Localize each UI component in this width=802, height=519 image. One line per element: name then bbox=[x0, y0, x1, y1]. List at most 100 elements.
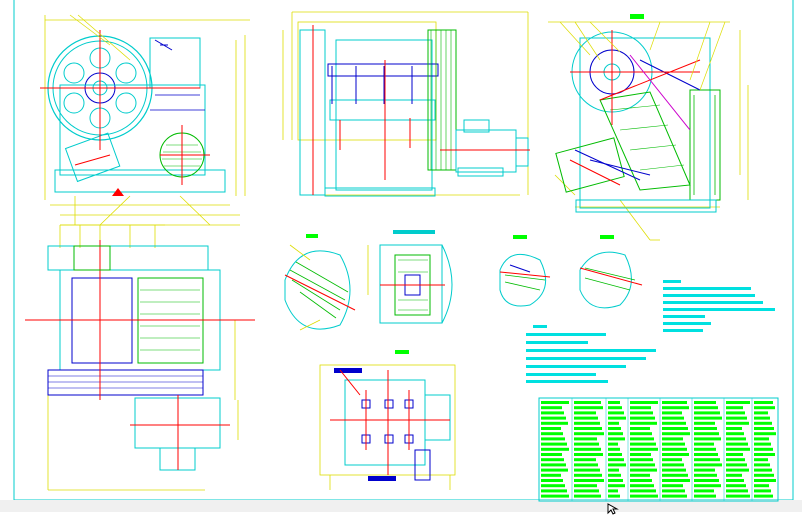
table-cell bbox=[574, 489, 599, 493]
table-cell bbox=[541, 442, 567, 446]
table-cell bbox=[662, 473, 688, 477]
table-cell bbox=[694, 484, 721, 488]
table-cell bbox=[630, 432, 652, 436]
table-cell bbox=[541, 489, 567, 493]
table-cell bbox=[630, 401, 658, 404]
table-cell bbox=[541, 484, 565, 488]
table-cell bbox=[754, 411, 768, 415]
table-cell bbox=[630, 421, 657, 425]
table-cell bbox=[662, 411, 682, 415]
table-cell bbox=[694, 437, 721, 441]
table-cell bbox=[608, 437, 625, 441]
table-cell bbox=[630, 427, 650, 430]
table-cell bbox=[662, 494, 687, 498]
table-cell bbox=[754, 401, 773, 404]
table-cell bbox=[541, 458, 564, 462]
table-cell bbox=[608, 447, 620, 451]
table-cell bbox=[541, 453, 562, 456]
table-cell bbox=[541, 437, 565, 441]
table-cell bbox=[754, 484, 769, 488]
parts-table-rows bbox=[541, 401, 776, 498]
table-cell bbox=[662, 453, 689, 456]
table-cell bbox=[726, 468, 749, 472]
table-cell bbox=[541, 468, 568, 472]
table-cell bbox=[694, 416, 722, 420]
table-cell bbox=[754, 463, 770, 467]
table-cell bbox=[574, 442, 599, 446]
table-cell bbox=[574, 463, 598, 467]
table-cell bbox=[726, 489, 748, 493]
table-cell bbox=[541, 421, 568, 425]
table-cell bbox=[574, 484, 597, 488]
table-cell bbox=[630, 479, 652, 482]
table-cell bbox=[754, 458, 768, 462]
table-cell bbox=[726, 479, 744, 482]
table-cell bbox=[574, 494, 601, 498]
table-cell bbox=[662, 416, 684, 420]
table-cell bbox=[608, 489, 618, 493]
table-cell bbox=[541, 479, 563, 482]
table-cell bbox=[574, 453, 603, 456]
table-cell bbox=[630, 458, 653, 462]
table-cell bbox=[662, 427, 688, 430]
table-cell bbox=[694, 468, 715, 472]
table-cell bbox=[726, 484, 746, 488]
table-cell bbox=[662, 484, 683, 488]
table-cell bbox=[726, 406, 743, 410]
table-cell bbox=[694, 463, 722, 467]
table-cell bbox=[754, 416, 770, 420]
table-cell bbox=[541, 427, 561, 430]
table-cell bbox=[662, 458, 682, 462]
table-cell bbox=[662, 468, 686, 472]
table-cell bbox=[694, 489, 714, 493]
table-cell bbox=[726, 463, 747, 467]
table-cell bbox=[662, 437, 683, 441]
table-cell bbox=[541, 416, 566, 420]
table-cell bbox=[630, 468, 657, 472]
table-cell bbox=[574, 473, 602, 477]
table-cell bbox=[726, 458, 745, 462]
table-cell bbox=[608, 411, 624, 415]
table-cell bbox=[694, 494, 716, 498]
table-cell bbox=[541, 432, 563, 436]
parts-table[interactable] bbox=[538, 397, 779, 502]
table-cell bbox=[726, 442, 748, 446]
table-cell bbox=[694, 453, 718, 456]
table-cell bbox=[541, 406, 562, 410]
table-cell bbox=[694, 479, 719, 482]
table-cell bbox=[694, 458, 720, 462]
table-cell bbox=[608, 421, 619, 425]
table-cell bbox=[694, 427, 717, 430]
technical-notes bbox=[526, 280, 775, 383]
table-cell bbox=[630, 489, 656, 493]
table-cell bbox=[541, 473, 561, 477]
table-cell bbox=[630, 494, 658, 498]
table-cell bbox=[630, 453, 651, 456]
top-elevation-view bbox=[282, 11, 530, 197]
table-cell bbox=[541, 401, 569, 404]
table-cell bbox=[574, 421, 600, 425]
detail-d bbox=[579, 235, 643, 309]
table-cell bbox=[630, 442, 656, 446]
table-cell bbox=[726, 473, 742, 477]
table-cell bbox=[662, 421, 686, 425]
table-cell bbox=[574, 432, 604, 436]
base-view bbox=[319, 350, 456, 490]
detail-c bbox=[499, 235, 551, 307]
table-cell bbox=[608, 463, 626, 467]
table-cell bbox=[608, 416, 626, 420]
table-cell bbox=[726, 437, 746, 441]
table-cell bbox=[608, 427, 621, 430]
table-cell bbox=[662, 401, 687, 404]
table-cell bbox=[726, 421, 749, 425]
table-cell bbox=[574, 427, 602, 430]
table-cell bbox=[608, 401, 620, 404]
table-cell bbox=[726, 411, 745, 415]
table-cell bbox=[630, 484, 654, 488]
table-cell bbox=[754, 473, 774, 477]
table-cell bbox=[754, 442, 771, 446]
table-cell bbox=[754, 468, 772, 472]
table-cell bbox=[608, 468, 619, 472]
table-cell bbox=[630, 447, 658, 451]
